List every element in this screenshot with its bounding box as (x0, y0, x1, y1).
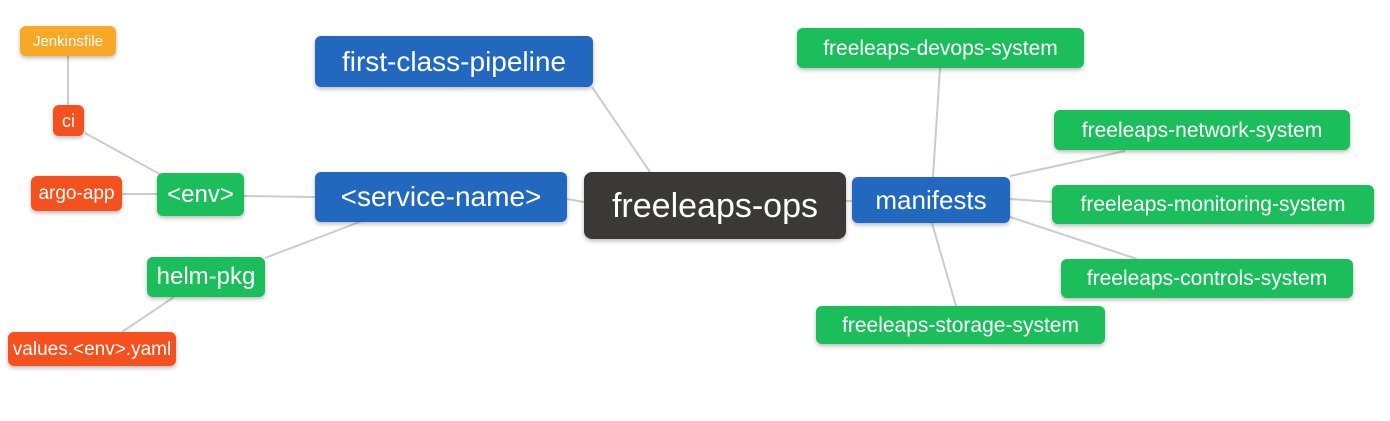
edge-service-name-to-freeleaps-ops (566, 198, 585, 203)
node-argo-app[interactable]: argo-app (31, 176, 122, 211)
node-freeleaps-controls-system[interactable]: freeleaps-controls-system (1061, 259, 1353, 298)
node-first-class-pipeline[interactable]: first-class-pipeline (315, 36, 593, 87)
edge-manifests-to-freeleaps-monitoring-system (1009, 198, 1053, 203)
edge-manifests-to-freeleaps-network-system (1009, 150, 1126, 177)
node-jenkinsfile[interactable]: Jenkinsfile (20, 26, 116, 56)
node-freeleaps-storage-system[interactable]: freeleaps-storage-system (816, 306, 1105, 344)
edge-ci-to-env (84, 132, 166, 178)
node-service-name[interactable]: <service-name> (315, 172, 567, 222)
node-freeleaps-monitoring-system[interactable]: freeleaps-monitoring-system (1052, 185, 1374, 224)
node-env[interactable]: <env> (157, 173, 244, 216)
edge-first-class-pipeline-to-freeleaps-ops (591, 86, 651, 173)
node-helm-pkg[interactable]: helm-pkg (147, 257, 265, 297)
edge-manifests-to-freeleaps-controls-system (1009, 216, 1138, 260)
node-values-env-yaml[interactable]: values.<env>.yaml (8, 332, 176, 366)
node-manifests[interactable]: manifests (852, 177, 1010, 223)
edge-values-env-yaml-to-helm-pkg (121, 296, 175, 333)
edge-manifests-to-freeleaps-devops-system (932, 67, 941, 178)
node-ci[interactable]: ci (53, 105, 84, 136)
node-freeleaps-devops-system[interactable]: freeleaps-devops-system (797, 28, 1084, 68)
node-freeleaps-ops[interactable]: freeleaps-ops (584, 172, 846, 239)
edge-manifests-to-freeleaps-storage-system (931, 222, 957, 307)
edge-env-to-service-name (243, 195, 316, 198)
node-freeleaps-network-system[interactable]: freeleaps-network-system (1054, 110, 1350, 150)
edge-helm-pkg-to-service-name (264, 220, 363, 259)
